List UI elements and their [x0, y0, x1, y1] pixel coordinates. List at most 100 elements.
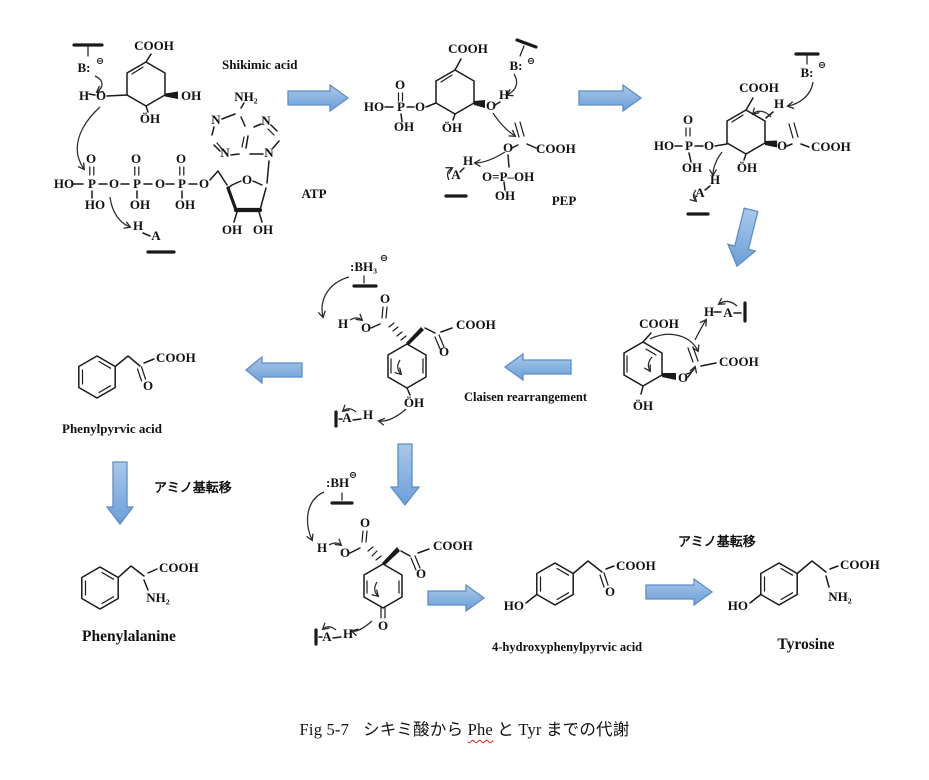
oh-label: OH: [682, 160, 702, 175]
cooh-label: COOH: [811, 139, 851, 154]
base-label: B:: [801, 65, 814, 80]
cooh-label: COOH: [159, 560, 199, 575]
phosphate-label: O=P–OH: [482, 169, 534, 184]
h-label: H: [704, 304, 714, 319]
cooh-label: COOH: [448, 41, 488, 56]
h-label: H: [463, 153, 473, 168]
o-label: O: [360, 515, 370, 530]
nh2-label: NH₂: [234, 89, 258, 104]
ho-label: HO: [728, 598, 748, 613]
ho-label: HO: [85, 197, 105, 212]
cooh-label: COOH: [156, 350, 196, 365]
n-label: N: [211, 112, 221, 127]
cooh-label: COOH: [840, 557, 880, 572]
p-label: P: [397, 99, 405, 114]
bonds: [78, 355, 155, 399]
h-label: H: [499, 87, 509, 102]
shikimic-acid-atp-group: B: ⊖ COOH H O OH ÖH Shikimic acid HO P O…: [54, 38, 327, 254]
caption-phe: Phe: [467, 720, 493, 739]
oh-label: OH: [181, 88, 201, 103]
shikimate3p-pep-group: COOH HO P O OH O ÖH O H B: ⊖ O COOH O=P–…: [364, 38, 576, 208]
tyrosine-group: HO COOH NH₂ Tyrosine: [728, 557, 880, 653]
cooh-label: COOH: [616, 558, 656, 573]
caption-fig-number: Fig 5-7: [299, 720, 350, 739]
to-hpp-arrow: [427, 583, 486, 613]
prephenate-keto-group: :BH ⊖ H O O O COOH O A H: [308, 470, 473, 646]
mechanism-arrows: [322, 276, 407, 421]
cooh-label: COOH: [433, 538, 473, 553]
o-label: O: [340, 545, 350, 560]
o-label: O: [486, 98, 496, 113]
ribose-o-label: O: [242, 172, 252, 187]
oh-label: OH: [130, 197, 150, 212]
amino-transfer-label-1: アミノ基転移: [154, 480, 232, 496]
h-label: H: [317, 540, 327, 555]
claisen-label: Claisen rearrangement: [464, 390, 588, 404]
borohydride-label: :BH: [326, 475, 349, 490]
step-arrow-3: [726, 207, 759, 268]
transamination-arrow-1: [105, 461, 135, 526]
bonds: [674, 52, 820, 216]
acid-label: A: [151, 228, 161, 243]
oh-label: OH: [253, 222, 273, 237]
h-label: H: [343, 626, 353, 641]
amino-transfer-label-2: アミノ基転移: [678, 534, 756, 550]
cooh-label: COOH: [719, 354, 759, 369]
phenylalanine-group: COOH NH₂ Phenylalanine: [81, 560, 199, 645]
o-label: O: [86, 151, 96, 166]
nh2-label: NH₂: [828, 589, 852, 604]
hydroxyphenylpyruvic-group: HO COOH O 4-hydroxyphenylpyrvic acid: [492, 558, 656, 654]
borohydride-label: :BH₃: [350, 259, 377, 274]
cooh-label: COOH: [739, 80, 779, 95]
cooh-label: COOH: [134, 38, 174, 53]
ho-label: HO: [654, 138, 674, 153]
oh-label: OH: [394, 119, 414, 134]
caption-text-after: までの代謝: [545, 720, 630, 739]
chorismate-group: COOH COOH O ÖH H A: [623, 301, 759, 413]
prephenate-group: :BH₃ ⊖ H O O O COOH ÖH A H: [322, 253, 496, 428]
step-arrow-2: [578, 83, 643, 113]
hpp-name: 4-hydroxyphenylpyrvic acid: [492, 640, 642, 654]
o-label: O: [378, 618, 388, 633]
o-label: O: [683, 112, 693, 127]
oh-label: ÖH: [404, 395, 424, 410]
oh-label: ÖH: [442, 120, 462, 135]
bonds: [525, 560, 615, 606]
o-label: O: [143, 378, 153, 393]
oh-label: OH: [222, 222, 242, 237]
acid-label: A: [695, 185, 705, 200]
p-label: P: [133, 176, 141, 191]
cooh-label: COOH: [456, 317, 496, 332]
o-label: O: [503, 140, 513, 155]
o-label: O: [678, 370, 688, 385]
h-label: H: [774, 96, 784, 111]
step-arrow-1: [287, 83, 350, 113]
mechanism-arrows: [448, 73, 518, 181]
cooh-label: COOH: [639, 316, 679, 331]
h-label: H: [79, 88, 89, 103]
minus-charge: ⊖: [96, 56, 104, 67]
tyrosine-name: Tyrosine: [777, 636, 834, 653]
caption-tyr: Tyr: [518, 720, 542, 739]
o-label: O: [777, 138, 787, 153]
nh2-label: NH₂: [146, 590, 170, 605]
shikimic-acid-name: Shikimic acid: [222, 57, 298, 72]
bonds: [334, 275, 453, 428]
oh-label: ÖH: [737, 160, 757, 175]
o-label: O: [395, 77, 405, 92]
minus-charge: ⊖: [349, 470, 357, 481]
o-label: O: [199, 176, 209, 191]
pathway-diagram: B: ⊖ COOH H O OH ÖH Shikimic acid HO P O…: [54, 38, 880, 654]
h-label: H: [363, 407, 373, 422]
n-label: N: [220, 145, 230, 160]
oh-label: OH: [175, 197, 195, 212]
o-label: O: [704, 138, 714, 153]
o-label: O: [96, 88, 106, 103]
oh-label: ÖH: [140, 111, 160, 126]
bonds: [81, 565, 158, 610]
to-dihydro-arrow: [389, 443, 421, 507]
h-label: H: [338, 316, 348, 331]
p-label: P: [685, 138, 693, 153]
